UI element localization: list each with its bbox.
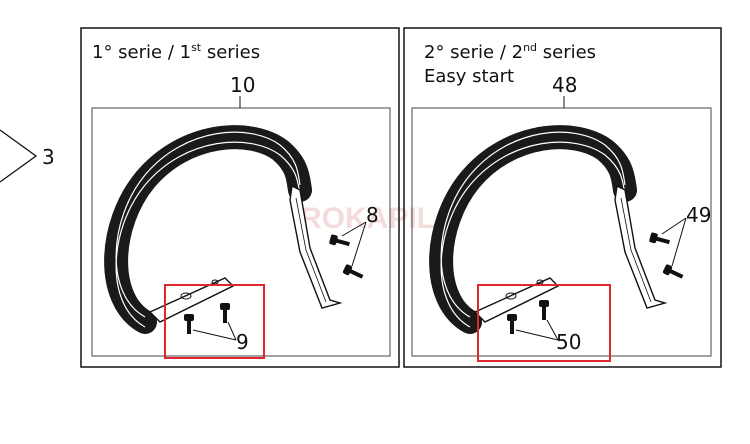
front-handle-bar [104, 125, 343, 334]
screw [539, 300, 549, 320]
offpage-callout-label: 3 [42, 145, 55, 169]
offpage-arrow [0, 129, 38, 183]
screw [648, 232, 671, 247]
panel-first-series: 1° serie / 1st series 10 8 9 [80, 27, 400, 368]
highlight-box [477, 284, 611, 362]
leader-line [351, 221, 367, 267]
part-label-screws-a: 8 [366, 203, 379, 227]
panel-second-series: 2° serie / 2nd series Easy start 48 49 5… [403, 27, 722, 368]
panel-frame [80, 27, 400, 368]
screw [220, 303, 230, 323]
screw [184, 314, 194, 334]
panel-title: 1° serie / 1st series [92, 41, 260, 63]
screw [662, 263, 685, 282]
panel-frame [403, 27, 722, 368]
panel-subtitle: Easy start [424, 66, 514, 87]
screw [507, 314, 517, 334]
part-label-screws-b: 9 [236, 330, 249, 354]
inner-frame [91, 107, 391, 357]
leader-line [341, 221, 367, 237]
part-label-handle: 48 [552, 73, 577, 97]
leader-line [515, 329, 559, 341]
leader-line [227, 321, 237, 341]
part-label-screws-a: 49 [686, 203, 711, 227]
leader-line [671, 217, 687, 267]
offpage-reference: 3 [0, 129, 55, 183]
screw [342, 263, 365, 282]
inner-frame [411, 107, 712, 357]
front-handle-bar [429, 125, 668, 334]
leader-line [546, 319, 559, 341]
part-label-handle: 10 [230, 73, 255, 97]
part-label-screws-b: 50 [556, 330, 581, 354]
leader-line [192, 329, 237, 341]
leader-line [661, 217, 687, 235]
screw [328, 234, 351, 249]
panel-title: 2° serie / 2nd series [424, 41, 596, 63]
highlight-box [164, 284, 265, 359]
